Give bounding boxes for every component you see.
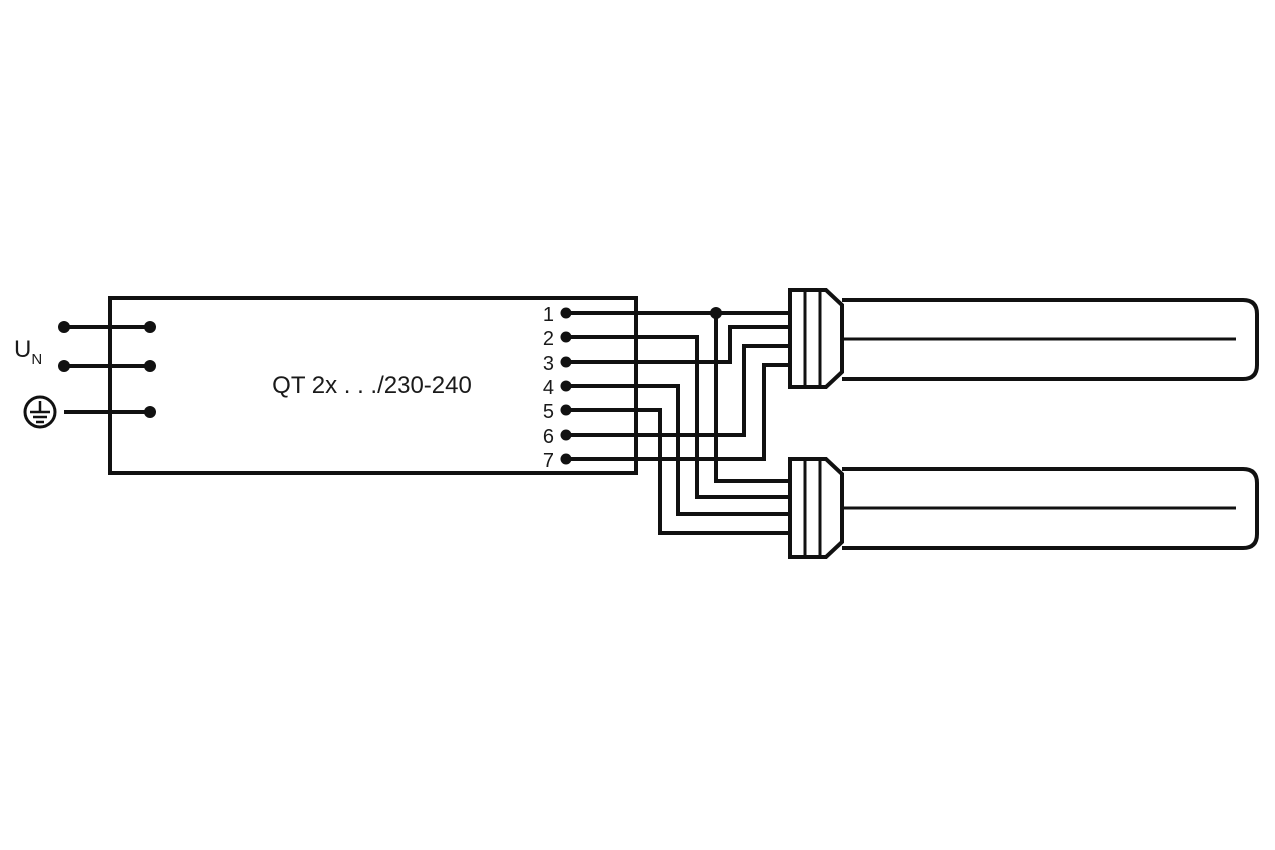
- protective-earth-icon: [23, 395, 57, 429]
- wire-terminal-6: [564, 344, 792, 437]
- terminal-label: 5: [543, 401, 554, 423]
- lamp-wiring: [564, 307, 792, 535]
- supply-line-terminal: [58, 321, 70, 333]
- ballast: QT 2x . . ./230-240 1 2 3 4 5 6 7: [108, 296, 638, 475]
- wire-terminal-1-branch: [714, 311, 792, 483]
- ballast-label: QT 2x . . ./230-240: [272, 372, 472, 399]
- supply-inputs: UN: [14, 321, 156, 429]
- wire-terminal-3: [564, 325, 792, 364]
- junction-dot: [710, 307, 722, 319]
- lamp-2-base: [788, 457, 844, 559]
- ballast-input-n: [144, 360, 156, 372]
- wire-terminal-5: [564, 408, 792, 535]
- lamp-1-icon: [788, 288, 1259, 389]
- supply-voltage-label: UN: [14, 336, 42, 368]
- ballast-input-l: [144, 321, 156, 333]
- wire-terminal-4: [564, 384, 792, 516]
- terminal-label: 6: [543, 426, 554, 448]
- wire-terminal-2: [564, 335, 792, 499]
- terminal-label: 4: [543, 377, 554, 399]
- terminal-label: 7: [543, 450, 554, 472]
- supply-neutral-terminal: [58, 360, 70, 372]
- lamp-1-tube: [842, 298, 1259, 381]
- terminal-label: 2: [543, 328, 554, 350]
- terminal-label: 1: [543, 304, 554, 326]
- wire-terminal-7: [564, 363, 792, 461]
- lamp-2-tube: [842, 467, 1259, 550]
- terminal-label: 3: [543, 353, 554, 375]
- ballast-input-pe: [144, 406, 156, 418]
- lamp-1-base: [788, 288, 844, 389]
- lamp-2-icon: [788, 457, 1259, 559]
